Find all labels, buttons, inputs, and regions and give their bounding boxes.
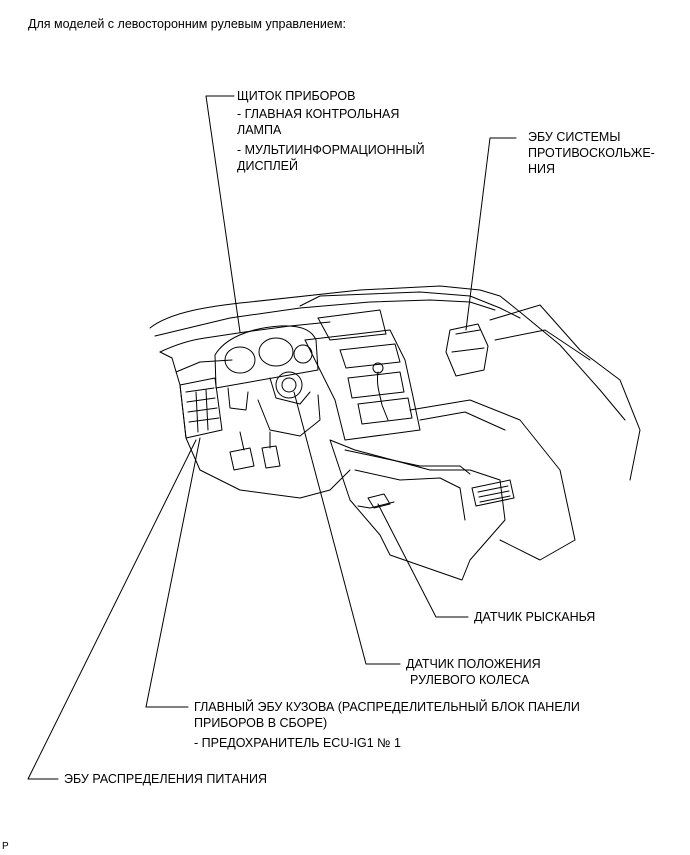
yaw-rate-sensor xyxy=(367,493,391,509)
callout-combination-meter-item-4: ДИСПЛЕЙ xyxy=(237,159,298,173)
passenger-seat xyxy=(409,399,576,561)
center-console xyxy=(329,439,506,581)
right-door-panel xyxy=(489,304,641,481)
leader-skid-control-ecu xyxy=(465,137,517,331)
callout-steering-angle-sensor-line-2: РУЛЕВОГО КОЛЕСА xyxy=(410,673,530,687)
callout-combination-meter-item-1: - ГЛАВНАЯ КОНТРОЛЬНАЯ xyxy=(237,107,400,121)
leader-steering-angle-sensor xyxy=(293,391,401,665)
center-stack xyxy=(304,329,421,441)
dashboard-top-outline xyxy=(149,285,626,421)
dashboard-face xyxy=(159,321,331,353)
rear-vent xyxy=(471,479,515,507)
skid-control-ecu-box xyxy=(445,323,489,377)
corner-mark: P xyxy=(2,841,9,852)
climate-panel xyxy=(347,371,405,399)
callout-steering-angle-sensor-line-1: ДАТЧИК ПОЛОЖЕНИЯ xyxy=(406,657,541,671)
leader-main-body-ecu xyxy=(145,437,201,708)
left-kick-panel xyxy=(159,351,201,471)
leader-combination-meter xyxy=(205,95,241,333)
callout-yaw-rate-sensor: ДАТЧИК РЫСКАНЬЯ xyxy=(474,610,596,624)
accelerator-pedal xyxy=(261,445,281,469)
instrument-cluster-hood xyxy=(214,325,319,389)
callout-skid-control-ecu-line-1: ЭБУ СИСТЕМЫ xyxy=(528,130,621,144)
callout-combination-meter-item-2: ЛАМПА xyxy=(237,123,282,137)
leader-yaw-rate-sensor xyxy=(377,503,469,618)
radio-panel xyxy=(339,343,401,369)
callout-skid-control-ecu-line-2: ПРОТИВОСКОЛЬЖЕ- xyxy=(528,146,655,160)
leader-power-distributor-ecu xyxy=(27,439,197,780)
center-display xyxy=(317,309,387,341)
steering-angle-sensor xyxy=(275,371,303,399)
brake-pedal xyxy=(229,447,255,471)
callout-combination-meter-title: ЩИТОК ПРИБОРОВ xyxy=(237,89,356,103)
callout-main-body-ecu-fuse: - ПРЕДОХРАНИТЕЛЬ ECU-IG1 № 1 xyxy=(194,736,401,750)
callout-power-distributor-ecu: ЭБУ РАСПРЕДЕЛЕНИЯ ПИТАНИЯ xyxy=(64,772,267,786)
callout-main-body-ecu-line-1: ГЛАВНЫЙ ЭБУ КУЗОВА (РАСПРЕДЕЛИТЕЛЬНЫЙ БЛ… xyxy=(194,700,580,714)
floor-line xyxy=(199,469,351,499)
page-header: Для моделей с левосторонним рулевым упра… xyxy=(28,17,346,31)
leader-lines xyxy=(27,95,517,780)
callout-main-body-ecu-line-2: ПРИБОРОВ В СБОРЕ) xyxy=(194,716,328,730)
windshield-line xyxy=(299,291,521,319)
callout-combination-meter-item-3: - МУЛЬТИИНФОРМАЦИОННЫЙ xyxy=(237,143,425,157)
callout-skid-control-ecu-line-3: НИЯ xyxy=(528,162,556,176)
shift-lever xyxy=(377,371,389,421)
